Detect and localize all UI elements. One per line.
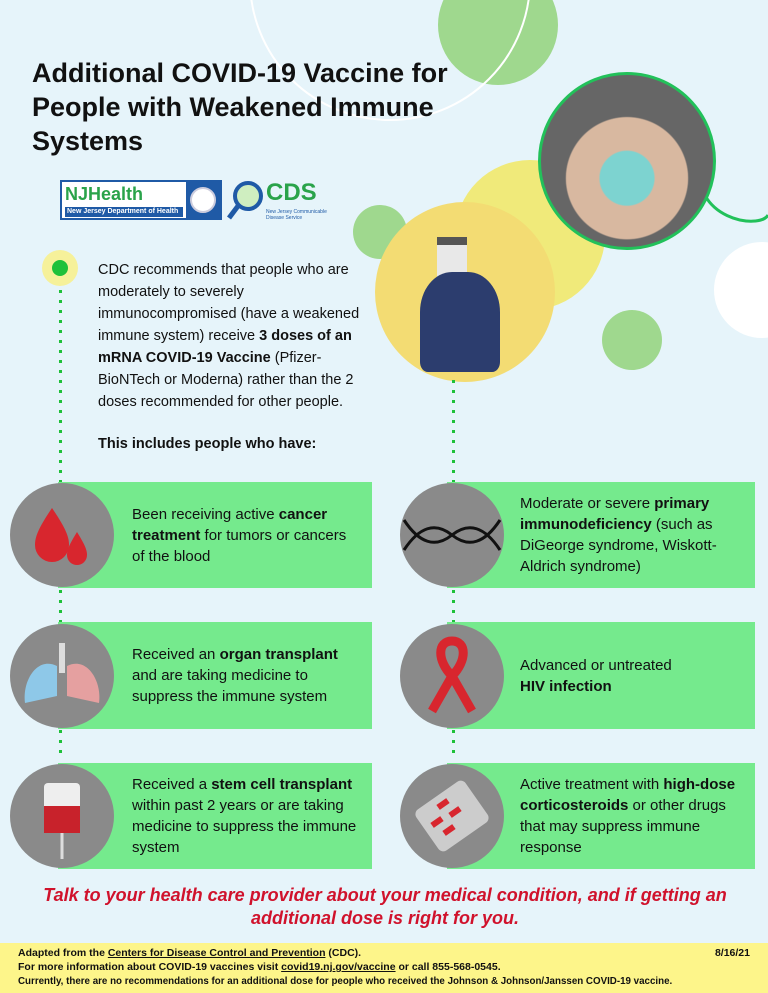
timeline-start-marker [42, 250, 78, 286]
pill-organizer-photo [538, 72, 716, 250]
nj-vaccine-link[interactable]: covid19.nj.gov/vaccine [281, 961, 396, 973]
ribbon-icon [400, 624, 504, 728]
footer: 8/16/21 Adapted from the Centers for Dis… [0, 943, 768, 993]
intro-text: CDC recommends that people who are moder… [98, 262, 360, 452]
footer-date: 8/16/21 [714, 947, 750, 959]
lungs-icon [10, 624, 114, 728]
blood-bag-icon [10, 764, 114, 868]
condition-card-cancer: Been receiving active cancer treatment f… [58, 482, 372, 588]
blood-drops-icon [10, 483, 114, 587]
call-to-action: Talk to your health care provider about … [43, 885, 727, 928]
condition-card-corticosteroids: Active treatment with high-dose corticos… [447, 763, 755, 869]
dna-icon [400, 483, 504, 587]
cdc-link[interactable]: Centers for Disease Control and Preventi… [107, 947, 326, 959]
page-title: Additional COVID-19 Vaccine for People w… [32, 58, 448, 156]
pills-icon [400, 764, 504, 868]
condition-card-immunodeficiency: Moderate or severe primary immunodeficie… [447, 482, 755, 588]
condition-card-organ-transplant: Received an organ transplant and are tak… [58, 622, 372, 729]
vaccine-vial-photo [375, 202, 555, 382]
